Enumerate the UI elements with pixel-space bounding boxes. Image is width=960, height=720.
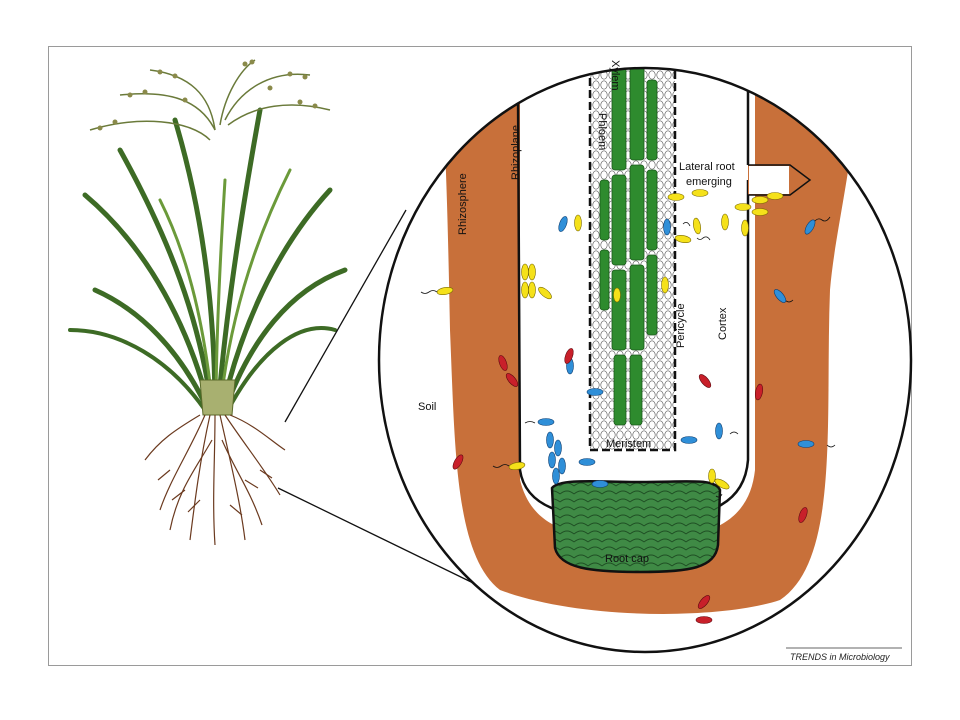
- bacterium: [691, 189, 709, 197]
- label-rhizosphere: Rhizosphere: [457, 173, 469, 235]
- label-rhizoplane: Rhizoplane: [510, 125, 522, 180]
- bacterium: [754, 383, 764, 401]
- bacteria-yellow: [436, 189, 784, 490]
- bacterium: [698, 374, 712, 388]
- bacterium: [498, 355, 508, 371]
- bacterium: [528, 281, 536, 299]
- root-cap: [550, 479, 722, 574]
- bacteria-flagella: [420, 216, 836, 498]
- bacterium: [692, 217, 702, 235]
- label-lateral-root-line2: emerging: [686, 176, 732, 188]
- bacterium: [436, 286, 454, 296]
- bacterium: [578, 458, 596, 466]
- bacterium: [751, 208, 769, 216]
- zoom-ellipse: [377, 66, 913, 654]
- bacterium: [564, 348, 574, 364]
- label-root-cap: Root cap: [605, 553, 649, 565]
- bacterium: [797, 440, 815, 448]
- bacterium: [452, 454, 464, 470]
- bacterium: [538, 286, 552, 300]
- bacterium: [521, 263, 529, 281]
- xylem-vessels: [599, 68, 658, 426]
- plant-grains: [97, 59, 318, 131]
- rice-plant-illustration: [68, 59, 348, 546]
- label-phloem: Phloem: [596, 113, 608, 150]
- bacterium: [741, 219, 749, 237]
- bacterium: [546, 431, 554, 449]
- bacterium: [773, 289, 787, 303]
- bacterium: [766, 192, 784, 200]
- bacterium: [552, 467, 560, 485]
- zoom-lines: [277, 209, 505, 599]
- plant-roots: [144, 414, 286, 546]
- bacterium: [708, 468, 716, 484]
- bacterium: [613, 287, 621, 303]
- label-pericycle: Pericycle: [675, 303, 687, 348]
- bacterium: [554, 439, 562, 457]
- bacterium: [586, 388, 604, 396]
- bacterium: [661, 276, 669, 294]
- bacterium: [697, 595, 711, 609]
- figure-credit: TRENDS in Microbiology: [790, 652, 890, 662]
- bacterium: [798, 507, 808, 523]
- bacterium: [548, 451, 556, 469]
- bacterium: [558, 216, 568, 232]
- label-soil: Soil: [418, 401, 436, 413]
- bacteria-blue: [537, 216, 816, 488]
- bacterium: [674, 234, 692, 244]
- bacterium: [505, 373, 519, 387]
- bacterium: [537, 418, 555, 426]
- plant-panicles: [89, 59, 331, 141]
- label-lateral-root-line1: Lateral root: [679, 161, 735, 173]
- root-cross-section: [379, 68, 911, 652]
- bacterium: [715, 422, 723, 440]
- label-meristem: Meristem: [606, 438, 651, 450]
- plant-stem-base: [199, 379, 236, 416]
- bacterium: [508, 461, 526, 471]
- bacterium: [804, 219, 816, 235]
- bacterium: [528, 263, 536, 281]
- bacterium: [574, 214, 582, 232]
- label-cortex: Cortex: [717, 307, 729, 340]
- bacterium: [734, 203, 752, 211]
- bacterium: [521, 281, 529, 299]
- bacterium: [667, 193, 685, 201]
- bacterium: [695, 616, 713, 624]
- bacterium: [680, 436, 698, 444]
- label-xylem: Xylem: [609, 60, 621, 91]
- bacteria-red: [452, 348, 808, 624]
- diagram-labels: Rhizosphere Rhizoplane Phloem Xylem Late…: [418, 60, 735, 565]
- bacterium: [721, 213, 729, 231]
- bacterium: [591, 480, 609, 488]
- plant-leaves: [68, 107, 348, 413]
- bacterium: [663, 218, 671, 236]
- bacterium: [751, 196, 769, 204]
- bacterium: [558, 457, 566, 475]
